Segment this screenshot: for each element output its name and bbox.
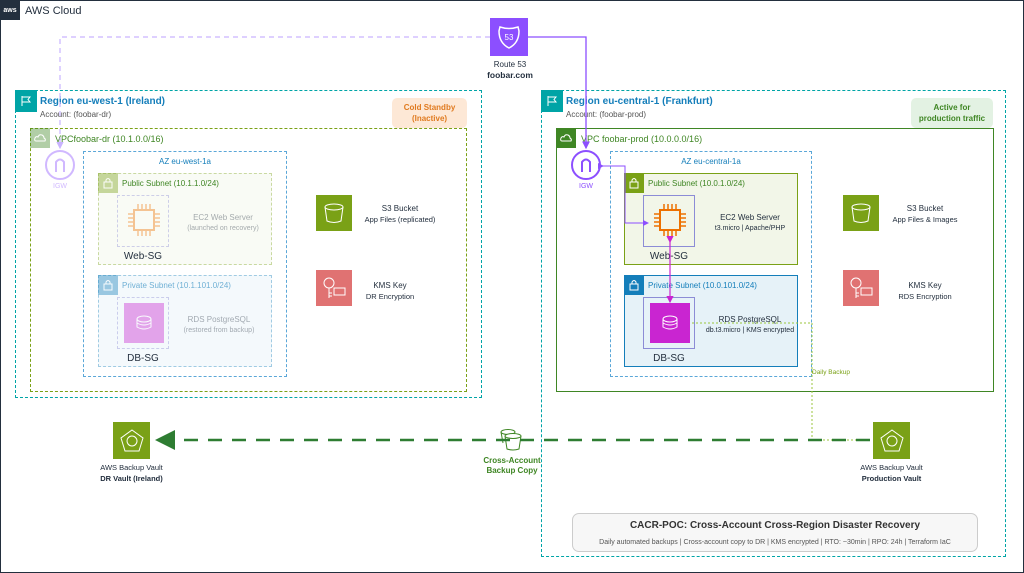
status-badge-cold-standby: Cold Standby(Inactive) bbox=[392, 98, 467, 128]
public-subnet-dr bbox=[98, 173, 272, 265]
footer-summary-box: CACR-POC: Cross-Account Cross-Region Dis… bbox=[572, 513, 978, 552]
ec2-dr-subtitle: (launched on recovery) bbox=[187, 225, 259, 232]
s3-prod-title: S3 Bucket bbox=[906, 204, 944, 213]
public-subnet-prod-title: Public Subnet (10.0.1.0/24) bbox=[648, 179, 745, 188]
igw-prod-label: IGW bbox=[579, 183, 593, 190]
kms-prod-icon[interactable] bbox=[843, 270, 879, 306]
vpc-cloud-icon bbox=[30, 128, 50, 148]
lock-icon bbox=[98, 173, 118, 193]
region-flag-icon bbox=[15, 90, 37, 112]
igw-dr-label: IGW bbox=[53, 183, 67, 190]
cross-account-copy-line1: Cross-Account bbox=[483, 456, 541, 465]
db-sg-dr bbox=[117, 297, 169, 349]
kms-dr-subtitle: DR Encryption bbox=[365, 292, 415, 301]
vpc-dr-title: VPCfoobar-dr (10.1.0.0/16) bbox=[55, 134, 164, 144]
route53-number: 53 bbox=[505, 33, 514, 42]
cloud-title: AWS Cloud bbox=[25, 5, 82, 17]
web-sg-prod-label: Web-SG bbox=[649, 251, 689, 262]
cross-account-copy-line2: Backup Copy bbox=[486, 466, 538, 475]
backup-vault-prod-subtitle: Production Vault bbox=[861, 474, 922, 483]
lock-icon bbox=[624, 173, 644, 193]
igw-dr-icon[interactable] bbox=[45, 150, 75, 180]
region-prod-title: Region eu-central-1 (Frankfurt) bbox=[566, 96, 713, 107]
public-subnet-prod bbox=[624, 173, 798, 265]
lock-icon bbox=[98, 275, 118, 295]
s3-dr-icon[interactable] bbox=[316, 195, 352, 231]
daily-backup-label: Daily Backup bbox=[812, 369, 850, 376]
az-prod-title: AZ eu-central-1a bbox=[681, 157, 741, 166]
region-dr-title: Region eu-west-1 (Ireland) bbox=[40, 96, 166, 107]
route53-label: Route 53 bbox=[493, 60, 527, 69]
private-subnet-dr-title: Private Subnet (10.1.101.0/24) bbox=[122, 281, 231, 290]
backup-vault-dr-subtitle: DR Vault (Ireland) bbox=[100, 474, 163, 483]
cross-account-copy-icon bbox=[496, 425, 526, 453]
backup-vault-dr-title: AWS Backup Vault bbox=[100, 463, 163, 472]
public-subnet-dr-title: Public Subnet (10.1.1.0/24) bbox=[122, 179, 219, 188]
private-subnet-prod-title: Private Subnet (10.0.101.0/24) bbox=[648, 281, 757, 290]
ec2-prod-title: EC2 Web Server bbox=[720, 213, 780, 222]
region-flag-icon bbox=[541, 90, 563, 112]
footer-subtitle: Daily automated backups | Cross-account … bbox=[599, 539, 951, 546]
backup-vault-dr-icon[interactable] bbox=[113, 422, 150, 459]
region-dr-account: Account: (foobar-dr) bbox=[40, 110, 112, 119]
route53-domain: foobar.com bbox=[487, 70, 533, 80]
rds-dr-title: RDS PostgreSQL bbox=[187, 315, 251, 324]
igw-prod-icon[interactable] bbox=[571, 150, 601, 180]
rds-dr-subtitle: (restored from backup) bbox=[183, 327, 255, 334]
rds-dr-icon[interactable] bbox=[124, 303, 164, 343]
backup-vault-prod-title: AWS Backup Vault bbox=[860, 463, 923, 472]
rds-prod-subtitle: db.t3.micro | KMS encrypted bbox=[705, 327, 795, 334]
aws-logo-icon: aws bbox=[0, 0, 20, 20]
db-sg-dr-label: DB-SG bbox=[127, 353, 159, 364]
s3-dr-subtitle: App Files (replicated) bbox=[364, 215, 436, 224]
s3-prod-subtitle: App Files & Images bbox=[892, 215, 958, 224]
vpc-prod-title: VPC foobar-prod (10.0.0.0/16) bbox=[581, 134, 703, 144]
s3-prod-icon[interactable] bbox=[843, 195, 879, 231]
ec2-prod-subtitle: t3.micro | Apache/PHP bbox=[714, 225, 786, 232]
s3-dr-title: S3 Bucket bbox=[381, 204, 419, 213]
az-dr bbox=[83, 151, 287, 377]
region-prod-account: Account: (foobar-prod) bbox=[566, 110, 647, 119]
footer-title: CACR-POC: Cross-Account Cross-Region Dis… bbox=[629, 520, 921, 531]
vpc-cloud-icon bbox=[556, 128, 576, 148]
kms-dr-icon[interactable] bbox=[316, 270, 352, 306]
ec2-dr-title: EC2 Web Server bbox=[193, 213, 253, 222]
db-sg-prod-label: DB-SG bbox=[653, 353, 685, 364]
route53-icon[interactable]: 53 bbox=[490, 18, 528, 56]
rds-prod-title: RDS PostgreSQL bbox=[718, 315, 782, 324]
az-dr-title: AZ eu-west-1a bbox=[158, 157, 212, 166]
kms-dr-title: KMS Key bbox=[373, 281, 407, 290]
region-prod bbox=[541, 90, 1006, 557]
backup-vault-prod-icon[interactable] bbox=[873, 422, 910, 459]
ec2-prod-icon[interactable] bbox=[650, 200, 690, 240]
web-sg-dr bbox=[117, 195, 169, 247]
rds-prod-icon[interactable] bbox=[650, 303, 690, 343]
kms-prod-title: KMS Key bbox=[908, 281, 942, 290]
web-sg-dr-label: Web-SG bbox=[123, 251, 163, 262]
ec2-dr-icon[interactable] bbox=[124, 200, 164, 240]
private-subnet-dr bbox=[98, 275, 272, 367]
kms-prod-subtitle: RDS Encryption bbox=[898, 292, 952, 301]
lock-icon bbox=[624, 275, 644, 295]
